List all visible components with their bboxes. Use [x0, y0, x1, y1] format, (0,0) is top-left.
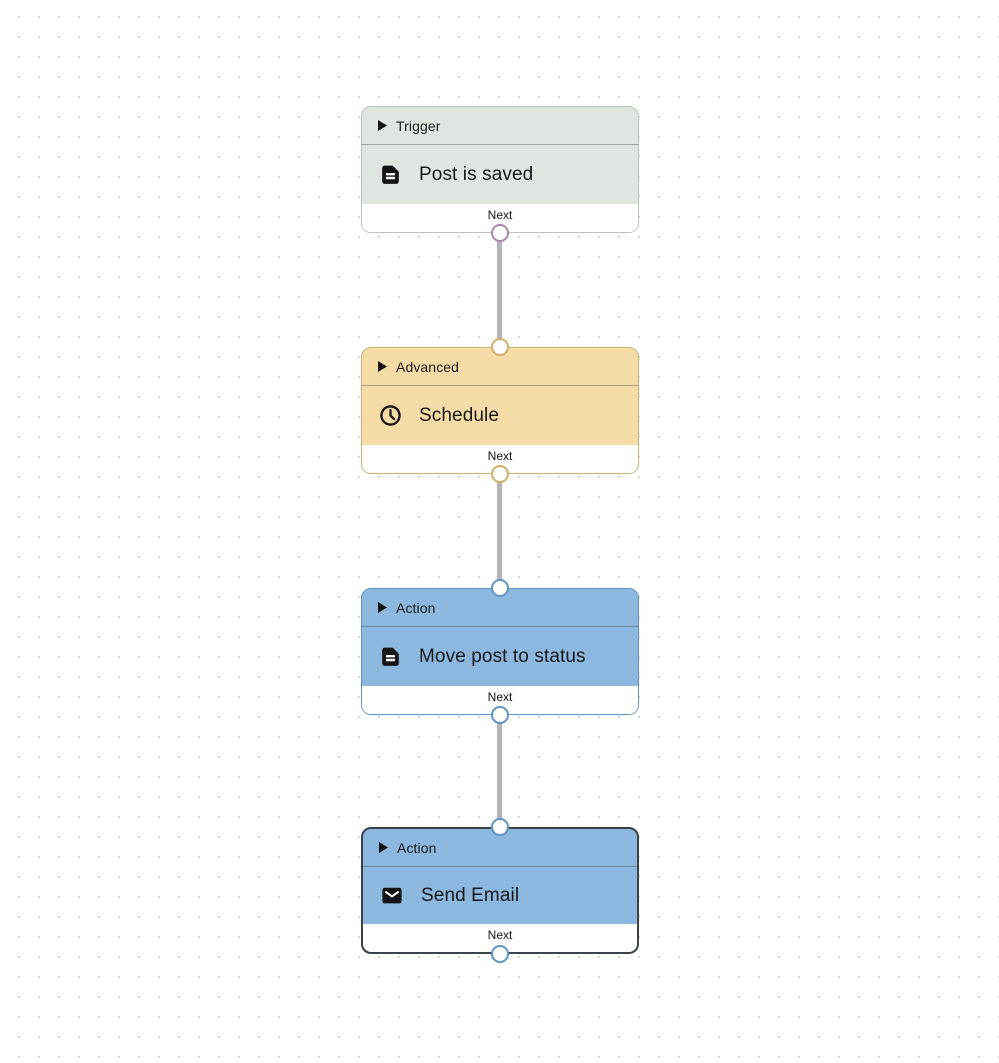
connector-action1-to-action2 [497, 715, 502, 827]
node-header[interactable]: Action [362, 589, 638, 627]
node-body: Send Email [363, 867, 637, 924]
collapse-triangle-icon[interactable] [378, 120, 387, 131]
document-icon [378, 644, 403, 669]
node-body: Move post to status [362, 627, 638, 686]
node-title: Post is saved [419, 163, 534, 185]
node-body: Post is saved [362, 145, 638, 204]
next-label: Next [487, 208, 513, 222]
port-output-advanced[interactable] [491, 465, 509, 483]
node-title: Send Email [421, 884, 520, 906]
port-output-action2[interactable] [491, 945, 509, 963]
node-category-label: Action [396, 599, 436, 616]
port-input-action1[interactable] [491, 579, 509, 597]
port-output-trigger[interactable] [491, 224, 509, 242]
node-advanced-schedule[interactable]: Advanced Schedule Next [361, 347, 639, 474]
node-title: Schedule [419, 404, 500, 426]
port-input-action2[interactable] [491, 818, 509, 836]
node-trigger-post-is-saved[interactable]: Trigger Post is saved Next [361, 106, 639, 233]
node-title: Move post to status [419, 645, 586, 667]
node-category-label: Advanced [396, 358, 460, 375]
collapse-triangle-icon[interactable] [378, 361, 387, 372]
node-action-send-email[interactable]: Action Send Email Next [361, 827, 639, 954]
envelope-icon [379, 883, 405, 908]
node-category-label: Action [397, 839, 437, 856]
collapse-triangle-icon[interactable] [378, 602, 387, 613]
node-header[interactable]: Advanced [362, 348, 638, 386]
port-input-advanced[interactable] [491, 338, 509, 356]
next-label: Next [487, 928, 513, 942]
node-header[interactable]: Trigger [362, 107, 638, 145]
port-output-action1[interactable] [491, 706, 509, 724]
next-label: Next [487, 690, 513, 704]
node-footer: Next [363, 924, 637, 952]
node-body: Schedule [362, 386, 638, 445]
connector-advanced-to-action1 [497, 474, 502, 588]
next-label: Next [487, 449, 513, 463]
node-header[interactable]: Action [363, 829, 637, 867]
node-action-move-post-to-status[interactable]: Action Move post to status Next [361, 588, 639, 715]
connector-trigger-to-advanced [497, 233, 502, 347]
clock-icon [378, 403, 403, 428]
node-category-label: Trigger [396, 117, 441, 134]
document-icon [378, 162, 403, 187]
collapse-triangle-icon[interactable] [379, 842, 388, 853]
